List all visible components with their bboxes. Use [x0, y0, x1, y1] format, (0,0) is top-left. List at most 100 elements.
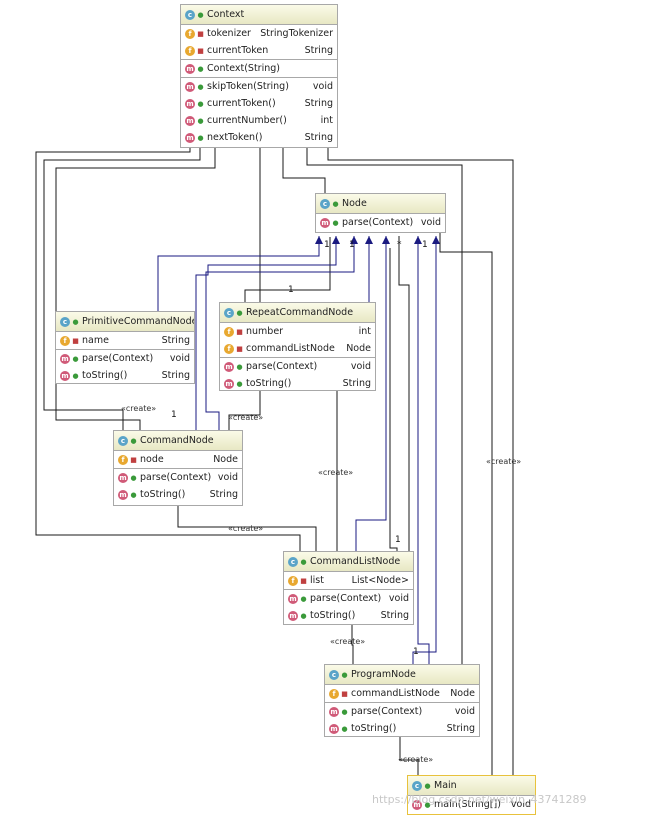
class-icon: c — [329, 669, 339, 680]
method-row[interactable]: m●parse(Context)void — [284, 590, 413, 607]
method-row[interactable]: m●parse(Context)void — [56, 350, 194, 367]
context-to-program-line — [306, 147, 463, 664]
method-row[interactable]: m●toString()String — [325, 720, 479, 736]
private-icon: ■ — [300, 576, 307, 585]
method-icon: m — [185, 63, 195, 74]
class-name: CommandNode — [140, 435, 214, 446]
method-row[interactable]: m●parse(Context)void — [220, 358, 375, 375]
field-type: StringTokenizer — [260, 28, 333, 39]
field-icon: f — [185, 28, 195, 39]
public-icon: ● — [424, 800, 431, 809]
field-name: node — [140, 454, 164, 465]
field-name: number — [246, 326, 284, 337]
public-icon: ● — [236, 379, 243, 388]
public-icon: ● — [236, 362, 243, 371]
field-type: String — [161, 335, 190, 346]
class-header: c ● CommandListNode — [284, 552, 413, 572]
class-header: c ● PrimitiveCommandNode — [56, 312, 194, 332]
class-header: c ● Main — [408, 776, 535, 796]
method-row[interactable]: m●toString()String — [56, 367, 194, 383]
method-row[interactable]: m●Context(String) — [181, 60, 337, 77]
class-main[interactable]: c ● Main m●main(String[])void — [407, 775, 536, 815]
public-icon: ● — [236, 308, 243, 317]
method-icon: m — [329, 706, 339, 717]
method-row[interactable]: m●nextToken()String — [181, 129, 337, 146]
create-label: «create» — [318, 468, 354, 477]
context-to-primitive-line — [43, 147, 201, 430]
method-row[interactable]: m●parse(Context)void — [325, 703, 479, 720]
method-row[interactable]: m●skipToken(String)void — [181, 78, 337, 95]
field-type: Node — [450, 688, 475, 699]
public-icon: ● — [197, 99, 204, 108]
method-row[interactable]: m●toString()String — [284, 607, 413, 624]
constructors-section: m●Context(String) — [181, 60, 337, 78]
method-type: void — [169, 353, 190, 364]
create-label: «create» — [398, 755, 434, 764]
multiplicity-label: 1 — [413, 647, 419, 657]
private-icon: ■ — [197, 46, 204, 55]
public-icon: ● — [341, 724, 348, 733]
class-header: c ● Node — [316, 194, 445, 214]
method-row[interactable]: m●parse(Context)void — [114, 469, 242, 486]
methods-section: m●parse(Context)void — [316, 214, 445, 231]
public-icon: ● — [197, 133, 204, 142]
methods-section: m●parse(Context)void m●toString()String — [220, 358, 375, 390]
class-icon: c — [288, 556, 298, 567]
class-name: Main — [434, 780, 457, 791]
inheritance-lines — [157, 236, 440, 664]
method-type: void — [350, 361, 371, 372]
program-inherits-node-line — [412, 236, 440, 664]
field-type: int — [358, 326, 371, 337]
class-header: c ● RepeatCommandNode — [220, 303, 375, 323]
method-row[interactable]: m●currentToken()String — [181, 95, 337, 112]
method-icon: m — [185, 98, 195, 109]
private-icon: ■ — [130, 455, 137, 464]
class-node[interactable]: c ● Node m●parse(Context)void — [315, 193, 446, 233]
methods-section: m●parse(Context)void m●toString()String — [56, 350, 194, 383]
field-name: list — [310, 575, 324, 586]
class-header: c ● CommandNode — [114, 431, 242, 451]
field-name: currentToken — [207, 45, 269, 56]
method-name: nextToken() — [207, 132, 263, 143]
public-icon: ● — [130, 490, 137, 499]
method-type: void — [217, 472, 238, 483]
method-name: skipToken(String) — [207, 81, 289, 92]
public-icon: ● — [332, 199, 339, 208]
methods-section: m●main(String[])void — [408, 796, 535, 813]
public-icon: ● — [332, 218, 339, 227]
create-label: «create» — [121, 404, 157, 413]
multiplicity-label: 1 — [395, 535, 401, 545]
field-icon: f — [224, 326, 234, 337]
commandlist-inherits-node-line — [355, 236, 390, 551]
method-row[interactable]: m●toString()String — [220, 375, 375, 390]
method-row[interactable]: m●toString()String — [114, 486, 242, 503]
private-icon: ■ — [197, 29, 204, 38]
public-icon: ● — [130, 473, 137, 482]
method-row[interactable]: m●currentNumber()int — [181, 112, 337, 129]
node-to-main-line — [439, 233, 493, 775]
field-type: Node — [346, 343, 371, 354]
method-icon: m — [288, 610, 298, 621]
method-row[interactable]: m●main(String[])void — [408, 796, 535, 813]
method-row[interactable]: m●parse(Context)void — [316, 214, 445, 231]
field-type: List<Node> — [351, 575, 409, 586]
class-name: RepeatCommandNode — [246, 307, 354, 318]
context-to-main-line — [327, 147, 514, 775]
